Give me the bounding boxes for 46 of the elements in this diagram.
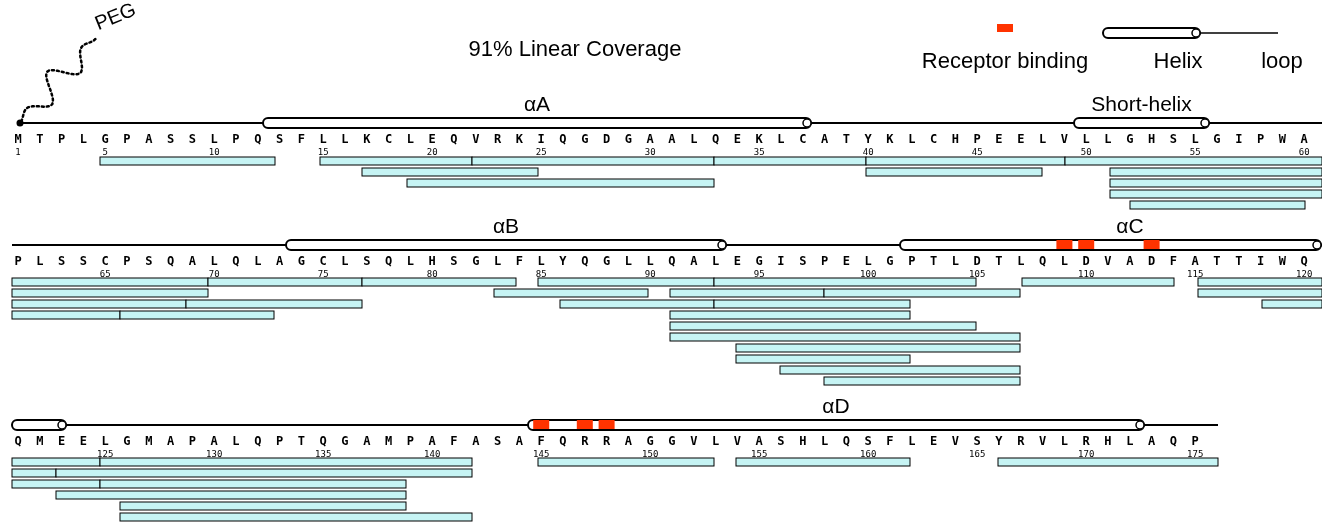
residue-number: 100 [860,269,877,279]
residue-number: 175 [1187,449,1204,459]
residue-number: 25 [535,147,547,157]
chart-title: 91% Linear Coverage [468,36,682,62]
residue-number: 35 [753,147,765,157]
residue-number: 20 [426,147,438,157]
attachment-dot [16,119,24,127]
residue-number: 15 [317,147,329,157]
peg-label: PEG [91,0,140,35]
residue-number: 130 [206,449,223,459]
residue-number: 50 [1080,147,1092,157]
residue-number: 110 [1078,269,1095,279]
residue-number: 80 [426,269,438,279]
legend-label: Receptor binding [921,48,1089,74]
sequence-row: M T P L G P A S S L P Q S F L L K C L E Q V R K I Q G D G A A L Q E K L C A T Y K L C H P E E L V L L G H S L G I P W A [14,132,1312,146]
residue-number: 115 [1187,269,1204,279]
residue-number: 120 [1296,269,1313,279]
residue-number: 30 [644,147,656,157]
legend-label: loop [1261,48,1303,74]
residue-number: 160 [860,449,877,459]
residue-number: 1 [15,147,21,157]
residue-number: 75 [317,269,329,279]
residue-number: 105 [969,269,986,279]
sequence-row: P L S S C P S Q A L Q L A G C L S Q L H S G L F L Y Q G L L Q A L E G I S P E L G P T L D T L Q L D V A D F A T T I W Q [14,254,1312,268]
residue-number: 140 [424,449,441,459]
peg-chain-line [18,37,97,125]
sequence-row: Q M E E L G M A P A L Q P T Q G A M P A F A S A F Q R R A G G V L V A S H L Q S F L E V S Y R V L R H L A Q P [14,434,1203,448]
residue-number: 170 [1078,449,1095,459]
residue-number: 60 [1298,147,1310,157]
residue-number: 10 [208,147,220,157]
residue-number: 90 [644,269,656,279]
residue-number: 5 [102,147,108,157]
residue-number: 85 [535,269,547,279]
residue-number: 40 [862,147,874,157]
residue-number: 135 [315,449,332,459]
residue-number: 155 [751,449,768,459]
residue-number: 70 [208,269,220,279]
residue-number: 95 [753,269,765,279]
residue-number: 45 [971,147,983,157]
residue-number: 145 [533,449,550,459]
residue-number: 165 [969,449,986,459]
legend-label: Helix [1153,48,1203,74]
residue-number: 65 [99,269,111,279]
residue-number: 125 [97,449,114,459]
residue-number: 55 [1189,147,1201,157]
residue-number: 150 [642,449,659,459]
